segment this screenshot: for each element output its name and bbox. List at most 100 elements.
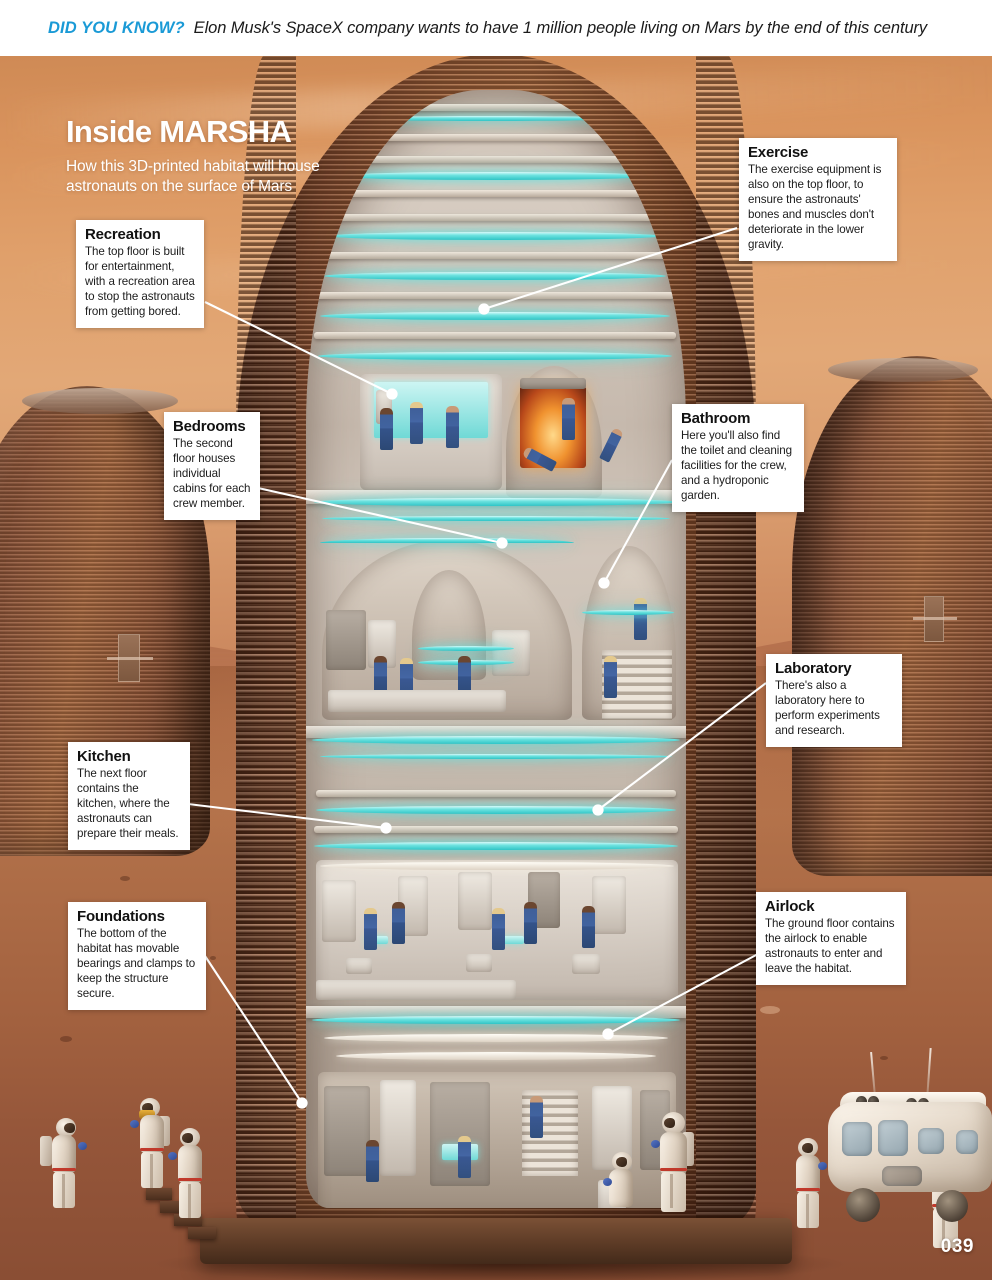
crew-member-on-stairs: [530, 1096, 543, 1138]
suit-glove: [78, 1142, 87, 1150]
suit-belt: [140, 1148, 164, 1151]
glow-ring: [324, 272, 666, 280]
ceiling-slat: [314, 332, 676, 339]
callout-foundations-title: Foundations: [77, 908, 165, 925]
glow-ring: [312, 736, 680, 744]
pod-left-cap: [22, 388, 178, 414]
crew-member: [364, 908, 377, 950]
rover-wheel: [846, 1188, 880, 1222]
suit-glove: [168, 1152, 177, 1160]
lab-plinth: [346, 958, 372, 974]
suit-legs: [661, 1172, 686, 1212]
glow-ring: [336, 1052, 656, 1060]
ceiling-slat: [314, 826, 678, 833]
callout-bedrooms-title: Bedrooms: [173, 418, 246, 435]
suit-torso: [52, 1135, 76, 1173]
callout-bathroom[interactable]: Bathroom Here you'll also find the toile…: [672, 404, 804, 512]
did-you-know-content: DID YOU KNOW? Elon Musk's SpaceX company…: [48, 19, 927, 38]
did-you-know-banner: DID YOU KNOW? Elon Musk's SpaceX company…: [0, 0, 992, 56]
suit-torso: [609, 1169, 633, 1207]
callout-airlock[interactable]: Airlock The ground floor contains the ai…: [756, 892, 906, 985]
lab-cabinet: [592, 876, 626, 934]
foundation-step: [146, 1188, 172, 1200]
glow-ring: [320, 754, 672, 759]
suit-legs: [141, 1152, 163, 1188]
habitat-foundation: [200, 1218, 792, 1264]
callout-kitchen[interactable]: Kitchen The next floor contains the kitc…: [68, 742, 190, 850]
crew-member: [392, 902, 405, 944]
visor: [142, 1103, 153, 1113]
callout-laboratory-body: There's also a laboratory here to perfor…: [775, 678, 880, 737]
lab-plinth: [572, 954, 600, 974]
terrain-highlight: [760, 1006, 780, 1014]
astronaut-left-stairs: [168, 1128, 216, 1232]
callout-laboratory[interactable]: Laboratory There's also a laboratory her…: [766, 654, 902, 747]
crew-member: [524, 902, 537, 944]
glow-ring: [314, 498, 678, 506]
kitchen-unit: [322, 880, 356, 942]
suit-legs: [179, 1182, 201, 1218]
crew-member: [374, 656, 387, 698]
secondary-habitat-pod-right: [792, 356, 992, 876]
crew-member: [634, 598, 647, 640]
callout-foundations-body: The bottom of the habitat has movable be…: [77, 926, 196, 1000]
airlock-equipment-rack: [380, 1080, 416, 1176]
terrain-speck: [60, 1036, 72, 1042]
glow-ring: [350, 116, 626, 121]
glow-ring: [336, 172, 652, 180]
suit-torso: [140, 1115, 164, 1153]
bedroom-cabin: [492, 630, 530, 676]
title-block: Inside MARSHA How this 3D-printed habita…: [66, 114, 406, 198]
page-subtitle-line-2: astronauts on the surface of Mars: [66, 178, 292, 196]
page-title: Inside MARSHA: [66, 114, 292, 149]
kitchen-counter: [316, 980, 516, 1000]
visor: [802, 1143, 813, 1153]
suit-glove: [603, 1178, 612, 1186]
ceiling-slat: [318, 252, 670, 259]
callout-airlock-body: The ground floor contains the airlock to…: [765, 916, 895, 975]
marsha-habitat: [236, 56, 756, 1234]
pod-right-hatch: [913, 596, 957, 642]
astronaut-right-center: [650, 1112, 702, 1224]
callout-bedrooms[interactable]: Bedrooms The second floor houses individ…: [164, 412, 260, 520]
page-number: 039: [940, 1236, 974, 1257]
astronaut-left-mid: [130, 1098, 178, 1202]
floor-divider: [306, 1006, 686, 1018]
crew-member: [366, 1140, 379, 1182]
rover-sensor: [868, 1096, 879, 1107]
callout-exercise[interactable]: Exercise The exercise equipment is also …: [739, 138, 897, 261]
suit-torso: [660, 1132, 687, 1174]
glow-ring: [320, 312, 670, 320]
ceiling-slat: [326, 156, 656, 163]
terrain-speck: [210, 956, 216, 960]
glow-ring: [314, 842, 678, 850]
suit-glove: [818, 1162, 827, 1170]
exercise-control-panel: [520, 378, 586, 389]
suit-belt: [796, 1188, 820, 1191]
crew-member: [380, 408, 393, 450]
suit-torso: [796, 1155, 820, 1193]
callout-exercise-body: The exercise equipment is also on the to…: [748, 162, 882, 251]
bedroom-cabin: [326, 610, 366, 670]
callout-airlock-title: Airlock: [765, 898, 815, 915]
crew-member: [446, 406, 459, 448]
foundation-step: [188, 1227, 216, 1239]
life-support-pack: [40, 1136, 52, 1166]
crew-member: [458, 656, 471, 698]
visor: [664, 1118, 675, 1128]
crew-member: [582, 906, 595, 948]
callout-foundations[interactable]: Foundations The bottom of the habitat ha…: [68, 902, 206, 1010]
glow-ring: [312, 1016, 680, 1024]
suit-belt: [660, 1168, 687, 1171]
mars-habitat-illustration: Inside MARSHA How this 3D-printed habita…: [0, 56, 992, 1280]
callout-exercise-title: Exercise: [748, 144, 809, 161]
ceiling-slat: [330, 134, 650, 141]
callout-recreation[interactable]: Recreation The top floor is built for en…: [76, 220, 204, 328]
ceiling-slat: [320, 214, 666, 221]
ceiling-light-strip: [320, 862, 674, 870]
lab-cabinet: [458, 872, 492, 930]
crew-member: [604, 656, 617, 698]
kitchen-indicator: [366, 936, 388, 944]
callout-laboratory-title: Laboratory: [775, 660, 852, 677]
crew-member-exercising: [599, 427, 624, 463]
